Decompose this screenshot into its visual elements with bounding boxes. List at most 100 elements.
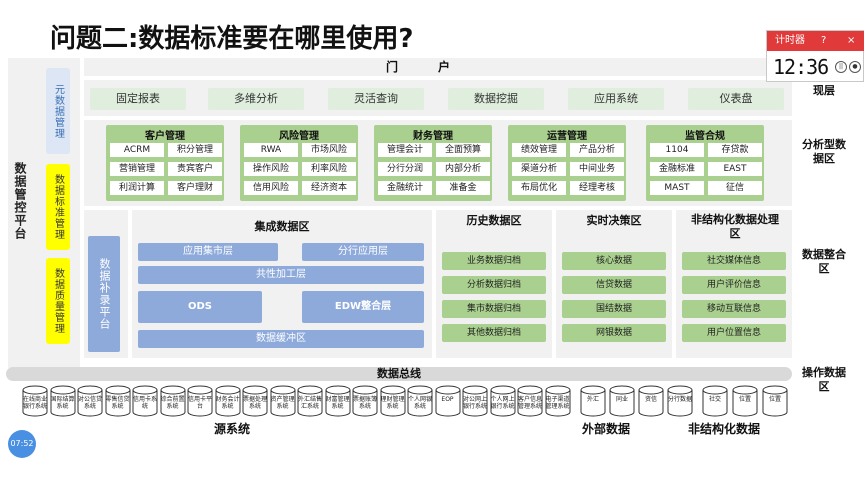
analysis-item: 管理会计 — [378, 143, 432, 157]
database-icon: 个人网上银行系统 — [490, 385, 516, 417]
database-label: 对公信贷系统 — [77, 396, 102, 410]
database-label: 客户信息管理系统 — [517, 396, 542, 410]
database-label: 电子渠道管理系统 — [545, 396, 570, 410]
presentation-item: 固定报表 — [90, 88, 186, 110]
database-label: 综合前置系统 — [160, 396, 185, 410]
source-systems-label: 源系统 — [214, 422, 251, 436]
database-icon: 国际结算系统 — [50, 385, 76, 417]
data-area-item: 社交媒体信息 — [682, 252, 786, 270]
data-area-item: 国结数据 — [562, 300, 666, 318]
ods-layer: ODS — [138, 291, 262, 323]
governance-platform-label: 数据管控平台 — [13, 162, 27, 240]
data-quality-management-box: 数据质量管理 — [46, 258, 70, 344]
database-label: 分行数据 — [667, 396, 692, 403]
database-icon: 位置 — [732, 385, 758, 417]
pause-icon[interactable]: || — [835, 61, 847, 73]
analysis-item: 分行分润 — [378, 162, 432, 176]
data-area-item: 核心数据 — [562, 252, 666, 270]
analysis-item: 操作风险 — [244, 162, 298, 176]
database-label: 外汇结售汇系统 — [297, 396, 322, 410]
data-area-item: 移动互联信息 — [682, 300, 786, 318]
data-bus: 数据总线 — [6, 367, 792, 381]
analysis-item: 布局优化 — [512, 181, 566, 195]
data-area-item: 用户评价信息 — [682, 276, 786, 294]
app-mart-layer: 应用集市层 — [138, 243, 278, 261]
database-label: 外汇 — [586, 396, 599, 403]
analysis-item: EAST — [708, 162, 762, 176]
database-icon: 综合前置系统 — [160, 385, 186, 417]
analysis-item: 利润计算 — [110, 181, 164, 195]
analysis-item: 贵宾客户 — [168, 162, 222, 176]
analysis-item: 渠道分析 — [512, 162, 566, 176]
analysis-item: 营销管理 — [110, 162, 164, 176]
timer-widget[interactable]: 计时器 ? × 12:36 || ● — [766, 30, 864, 82]
analysis-item: 金融标准 — [650, 162, 704, 176]
analysis-group: 运营管理绩效管理产品分析渠道分析中间业务布局优化经理考核 — [508, 125, 626, 201]
database-label: 个人网上银行系统 — [490, 396, 515, 410]
database-icon: 零售信贷系统 — [105, 385, 131, 417]
analysis-item: 内部分析 — [436, 162, 490, 176]
database-icon: 电子渠道管理系统 — [545, 385, 571, 417]
database-icon: 理财管理系统 — [380, 385, 406, 417]
data-area-item: 网银数据 — [562, 324, 666, 342]
analysis-item: MAST — [650, 181, 704, 195]
presentation-item: 仪表盘 — [688, 88, 784, 110]
database-icon: 分行数据 — [667, 385, 693, 417]
operational-data-label: 操作数据区 — [802, 366, 846, 393]
database-label: 国际结算系统 — [50, 396, 75, 410]
database-icon: 票据账簿系统 — [352, 385, 378, 417]
presentation-row — [84, 80, 792, 116]
analysis-item: 金融统计 — [378, 181, 432, 195]
clock-badge[interactable]: 07:52 — [8, 430, 36, 458]
data-area-item: 业务数据归档 — [442, 252, 546, 270]
database-icon: 信用卡平台 — [187, 385, 213, 417]
realtime-decision-title: 实时决策区 — [586, 214, 642, 227]
analysis-item: 存贷款 — [708, 143, 762, 157]
database-label: 理财管理系统 — [380, 396, 405, 410]
database-icon: 资产管理系统 — [270, 385, 296, 417]
common-processing-layer: 共性加工层 — [138, 266, 424, 284]
database-icon: 社交 — [702, 385, 728, 417]
data-area-item: 分析数据归档 — [442, 276, 546, 294]
data-area-item: 集市数据归档 — [442, 300, 546, 318]
database-icon: 在线商业银行系统 — [22, 385, 48, 417]
presentation-item: 数据挖掘 — [448, 88, 544, 110]
database-label: 财富管理系统 — [325, 396, 350, 410]
database-label: 社交 — [708, 396, 721, 403]
analysis-item: 中间业务 — [570, 162, 624, 176]
database-label: 资信 — [644, 396, 657, 403]
unstructured-processing-title: 非结构化数据处理区 — [691, 213, 779, 240]
database-label: 位置 — [768, 396, 781, 403]
edw-layer: EDW整合层 — [302, 291, 424, 323]
database-icon: 对公网上银行系统 — [462, 385, 488, 417]
analysis-item: ACRM — [110, 143, 164, 157]
timer-header[interactable]: 计时器 ? × — [767, 31, 864, 51]
portal-bar: 门户 — [84, 58, 792, 76]
timer-title: 计时器 — [775, 35, 805, 46]
database-label: EOP — [441, 396, 454, 403]
metadata-management-box: 元数据管理 — [46, 68, 70, 154]
analysis-item: 积分管理 — [168, 143, 222, 157]
database-icon: 财富管理系统 — [325, 385, 351, 417]
database-icon: 财务会计系统 — [215, 385, 241, 417]
help-icon[interactable]: ? — [821, 35, 827, 46]
database-label: 个人网银系统 — [407, 396, 432, 410]
database-icon: 外汇结售汇系统 — [297, 385, 323, 417]
database-label: 对公网上银行系统 — [462, 396, 487, 410]
data-supplement-platform: 数据补录平台 — [88, 236, 120, 352]
analysis-group: 财务管理管理会计全面预算分行分润内部分析金融统计准备金 — [374, 125, 492, 201]
reset-icon[interactable]: ● — [849, 61, 861, 73]
analysis-group-title: 风险管理 — [279, 131, 319, 142]
database-label: 票据账簿系统 — [352, 396, 377, 410]
analysis-item: 市场风险 — [302, 143, 356, 157]
data-standard-management-box: 数据标准管理 — [46, 164, 70, 250]
database-label: 位置 — [738, 396, 751, 403]
database-icon: 外汇 — [580, 385, 606, 417]
analysis-area-label: 分析型数据区 — [802, 138, 846, 165]
analysis-item: 征信 — [708, 181, 762, 195]
close-icon[interactable]: × — [847, 35, 856, 46]
data-buffer-zone: 数据缓冲区 — [138, 330, 424, 348]
